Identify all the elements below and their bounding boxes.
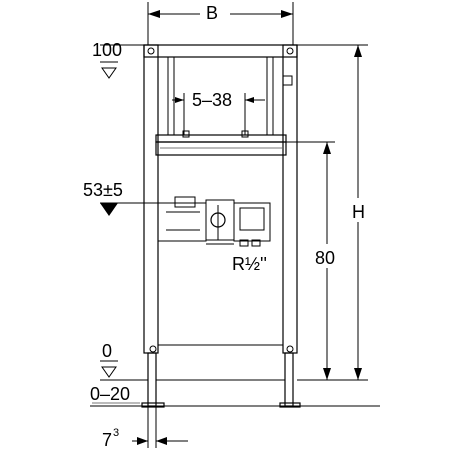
height-arrow-bottom bbox=[354, 368, 362, 380]
floor-level-label: 0 bbox=[102, 341, 112, 361]
width-label: B bbox=[206, 3, 218, 23]
foot-right bbox=[284, 352, 294, 407]
foot-plate-right bbox=[279, 402, 301, 408]
offset-arrow-left bbox=[137, 437, 148, 445]
top-level-label: 100 bbox=[92, 40, 122, 60]
height-label-bg bbox=[350, 198, 368, 222]
connector-1 bbox=[239, 239, 249, 247]
foot-offset-superscript: 3 bbox=[113, 427, 119, 439]
crossbar-lower bbox=[155, 141, 287, 156]
foot-bolt-left bbox=[149, 345, 157, 353]
junction-box bbox=[233, 202, 271, 242]
connection-arrow-bottom bbox=[323, 368, 331, 380]
spacing-label: 5–38 bbox=[192, 90, 232, 110]
frame-bracket bbox=[282, 75, 293, 86]
foot-offset-label: 7 bbox=[102, 430, 112, 450]
foot-range-label: 0–20 bbox=[90, 384, 130, 404]
fitting-assembly bbox=[157, 196, 271, 247]
crossbar-mount-left bbox=[182, 130, 190, 138]
valve-top-cap bbox=[174, 196, 196, 208]
foot-plate-left bbox=[141, 402, 165, 408]
installation-frame bbox=[141, 44, 301, 408]
top-level-marker bbox=[101, 67, 117, 79]
valve-body bbox=[205, 199, 235, 241]
foot-bolt-right bbox=[286, 345, 294, 353]
mount-hole-top-left bbox=[147, 47, 155, 55]
connection-height-label: 80 bbox=[315, 248, 335, 268]
junction-box-inner bbox=[239, 207, 265, 231]
spacing-arrow-left bbox=[175, 97, 184, 103]
height-label: H bbox=[352, 202, 365, 222]
connection-arrow-top bbox=[323, 142, 331, 154]
valve-height-marker bbox=[100, 203, 118, 216]
frame-post-left bbox=[143, 44, 159, 354]
valve-height-label: 53±5 bbox=[83, 180, 123, 200]
width-label-bg bbox=[200, 0, 230, 22]
width-arrow-right bbox=[281, 10, 293, 18]
crossbar-upper bbox=[155, 134, 287, 143]
connection-label-bg bbox=[314, 244, 342, 268]
frame-post-right bbox=[282, 44, 298, 354]
floor-level-marker bbox=[101, 366, 117, 378]
spacing-arrow-right bbox=[245, 97, 254, 103]
mount-hole-top-right bbox=[286, 47, 294, 55]
connector-2 bbox=[251, 239, 261, 247]
frame-top-bar bbox=[143, 44, 298, 58]
height-arrow-top bbox=[354, 45, 362, 57]
valve-housing-left bbox=[157, 202, 207, 242]
foot-left bbox=[147, 352, 157, 407]
offset-arrow-right bbox=[156, 437, 167, 445]
width-arrow-left bbox=[148, 10, 160, 18]
thread-label: R½'' bbox=[232, 254, 267, 274]
